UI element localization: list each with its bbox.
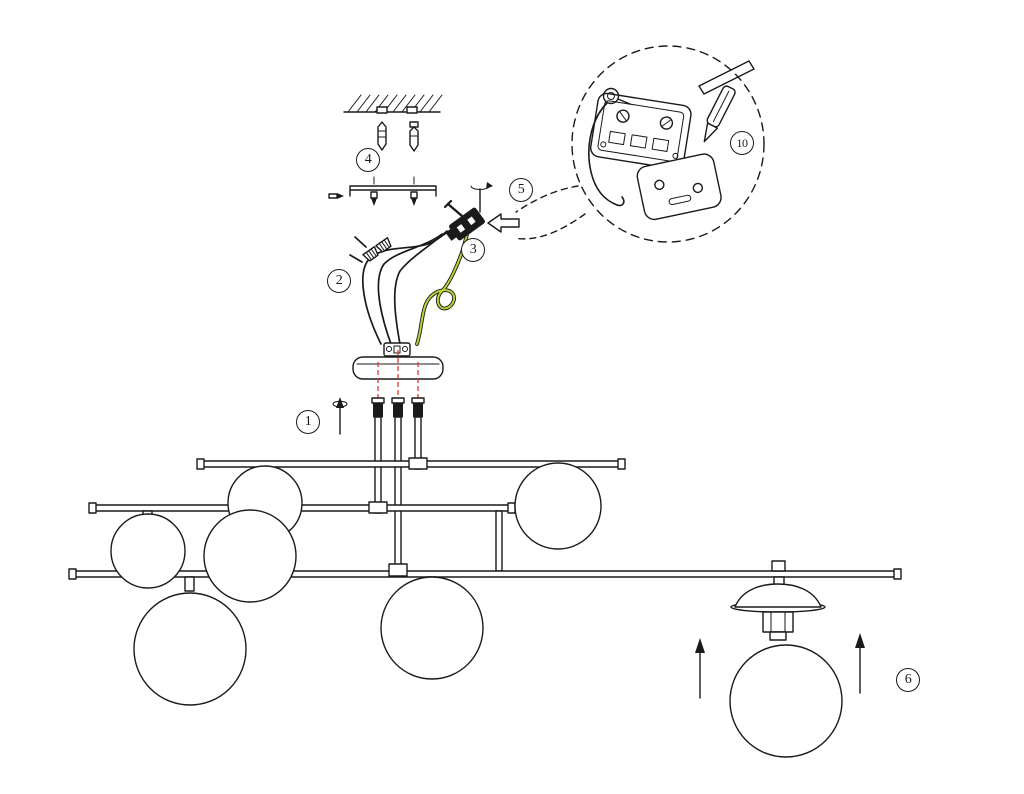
bracket-screw-right [410, 191, 418, 206]
rod-joint [368, 501, 388, 514]
end-cap [68, 568, 77, 580]
screwdriver-icon [698, 60, 755, 95]
end-cap [88, 502, 97, 514]
fixture-arms [68, 457, 902, 706]
callout-bubble [571, 45, 765, 243]
insert-arrow-right [855, 633, 865, 694]
callout-arrow [487, 213, 520, 233]
hanger-rods [332, 397, 425, 576]
socket-nipple [769, 631, 787, 641]
terminal-screw-icon [703, 85, 736, 143]
mounting-bracket [328, 176, 493, 218]
step-label-4: 4 [356, 148, 380, 172]
screw-rotation-indicator [470, 182, 493, 213]
rotate-arrow [332, 397, 348, 435]
threaded-rod [394, 416, 402, 576]
ceiling-hatch-lines [347, 94, 443, 113]
rod-connector [371, 397, 385, 418]
globe-shade [514, 462, 602, 550]
step-label-6: 6 [896, 668, 920, 692]
rod-joint [388, 563, 408, 577]
step-label-3: 3 [461, 238, 485, 262]
end-cap [893, 568, 902, 580]
wire-nut-icon [375, 237, 392, 253]
bracket-screw-left [370, 191, 378, 206]
globe-shade [203, 509, 297, 603]
end-cap [196, 458, 205, 470]
wall-anchor-icon [377, 121, 387, 151]
socket-block [762, 611, 794, 633]
wire-nut-icon [362, 246, 379, 262]
mounting-screw-icon [409, 121, 419, 152]
terminal-cover [636, 153, 722, 221]
step-label-2: 2 [327, 269, 351, 293]
shade-stem [184, 576, 195, 592]
ground-lead-detail [588, 87, 631, 207]
insert-arrow-left [695, 638, 705, 699]
rod-connector [411, 397, 425, 418]
globe-shade [729, 644, 843, 758]
arm-bar-bottom [74, 570, 896, 578]
ceiling-canopy [352, 342, 444, 412]
ceiling-mount [343, 94, 443, 152]
cable-clamp [383, 342, 411, 357]
globe-shade [133, 592, 247, 706]
bracket-bar [349, 185, 437, 191]
globe-shade [380, 576, 484, 680]
drop-rod [495, 510, 503, 572]
drill-hole-right [406, 106, 418, 114]
loose-screw-icon [328, 193, 344, 199]
globe-attachment-detail [695, 560, 865, 758]
quick-connector [446, 207, 485, 241]
terminal-block [590, 92, 692, 170]
detail-callout [513, 45, 765, 243]
holder-dome [734, 583, 822, 608]
connector-screw-icon [443, 199, 464, 218]
callout-leader [513, 213, 586, 240]
arm-connector [771, 560, 786, 572]
rod-connector [391, 397, 405, 418]
rod-joint [408, 457, 428, 470]
drill-hole-left [376, 106, 388, 114]
step-label-10: 10 [730, 131, 754, 155]
step-label-5: 5 [509, 178, 533, 202]
end-cap [617, 458, 626, 470]
end-cap [507, 502, 516, 514]
callout-leader [515, 185, 579, 213]
step-label-1: 1 [296, 410, 320, 434]
globe-shade [110, 513, 186, 589]
wire-harness [349, 225, 471, 346]
